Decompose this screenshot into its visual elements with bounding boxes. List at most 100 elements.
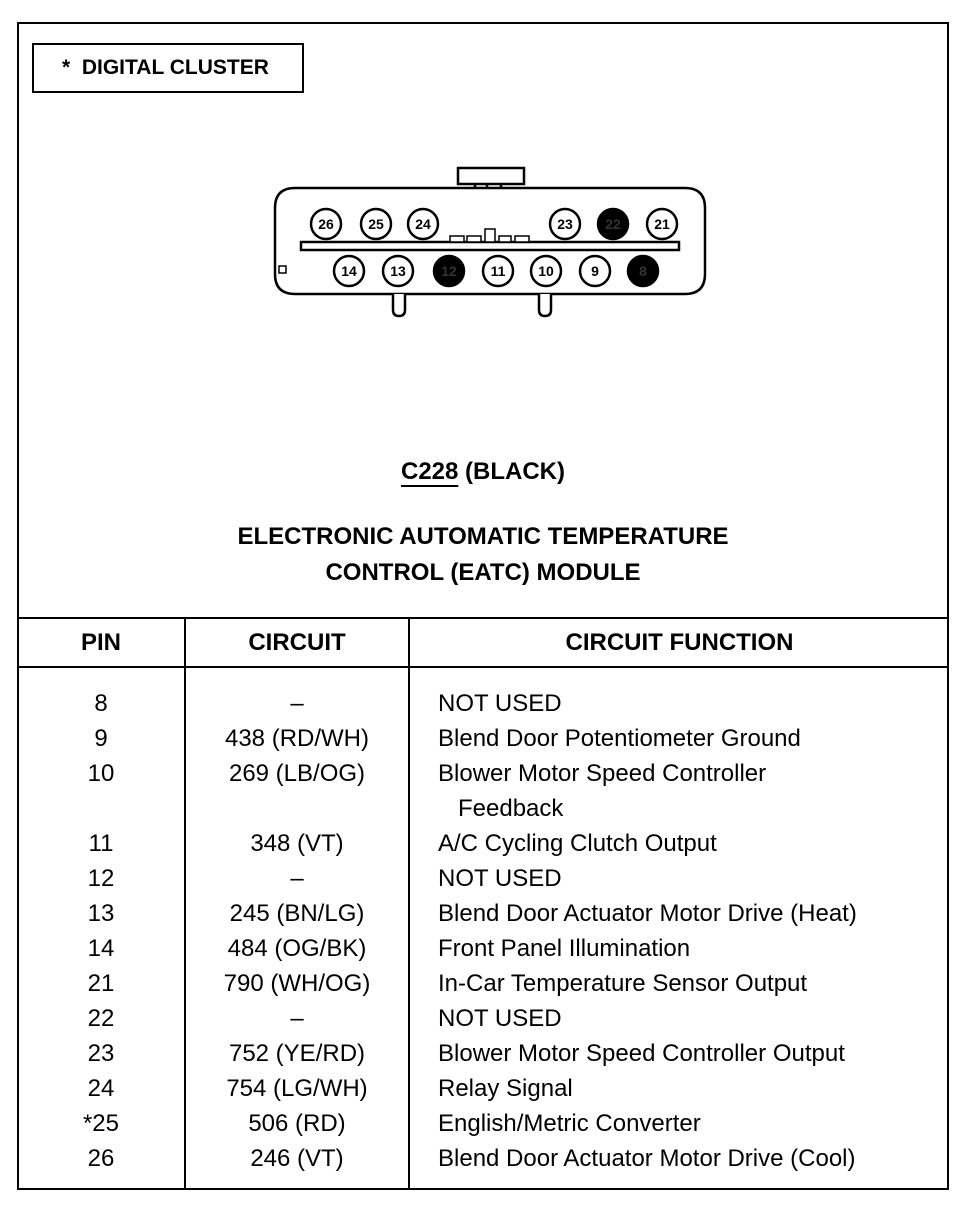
table-row: 21 790 (WH/OG) In-Car Temperature Sensor O… bbox=[17, 966, 949, 1001]
pin-cavity bbox=[481, 254, 515, 288]
column-divider-1 bbox=[184, 619, 186, 1190]
pin-cavity-number: 21 bbox=[654, 216, 670, 232]
circuit-code: – bbox=[290, 690, 304, 717]
circuit-function: Blend Door Actuator Motor Drive (Heat) bbox=[438, 896, 949, 931]
circuit-function: Blend Door Potentiometer Ground bbox=[438, 721, 949, 756]
circuit-function-text: Blend Door Actuator Motor Drive (Heat) bbox=[438, 900, 857, 927]
pin-cavity bbox=[359, 207, 393, 241]
circuit-code: 752 (YE/RD) bbox=[228, 1040, 366, 1067]
circuit-code: 754 (LG/WH) bbox=[226, 1075, 368, 1102]
connector-latch bbox=[456, 166, 526, 186]
module-title-line2: CONTROL (EATC) MODULE bbox=[325, 559, 641, 586]
circuit-function-text: In-Car Temperature Sensor Output bbox=[438, 970, 808, 997]
pin-cavity bbox=[626, 254, 660, 288]
circuit-function-text: NOT USED bbox=[438, 690, 562, 717]
pin-number: 10 bbox=[87, 760, 115, 787]
circuit-function: NOT USED bbox=[438, 1001, 949, 1036]
pin-number: 13 bbox=[87, 900, 115, 927]
header-circuit: CIRCUIT bbox=[248, 629, 346, 656]
circuit-code: 245 (BN/LG) bbox=[229, 900, 365, 927]
pin-cavity-number: 14 bbox=[341, 263, 357, 279]
table-row: 14 484 (OG/BK) Front Panel Illumination bbox=[17, 931, 949, 966]
circuit-function-text: Front Panel Illumination bbox=[438, 935, 691, 962]
pin-number: 23 bbox=[87, 1040, 115, 1067]
circuit-code: 484 (OG/BK) bbox=[227, 935, 367, 962]
column-divider-2 bbox=[408, 619, 410, 1190]
pin-cavity-number: 24 bbox=[415, 216, 431, 232]
table-row: *25 506 (RD) English/Metric Converter bbox=[17, 1106, 949, 1141]
circuit-function-text: A/C Cycling Clutch Output bbox=[438, 830, 717, 857]
table-row: 13 245 (BN/LG) Blend Door Actuator Motor D… bbox=[17, 896, 949, 931]
circuit-function: A/C Cycling Clutch Output bbox=[438, 826, 949, 861]
circuit-function-text: NOT USED bbox=[438, 1005, 562, 1032]
table-row: 23 752 (YE/RD) Blower Motor Speed Controll… bbox=[17, 1036, 949, 1071]
circuit-function-text: Blower Motor Speed Controller Output bbox=[438, 1040, 845, 1067]
pin-cavity bbox=[596, 207, 630, 241]
table-row: 8 – NOT USED bbox=[17, 686, 949, 721]
pin-cavity bbox=[406, 207, 440, 241]
pin-number: 14 bbox=[87, 935, 115, 962]
footnote-box: * DIGITAL CLUSTER bbox=[32, 43, 304, 93]
pin-cavity bbox=[529, 254, 563, 288]
circuit-code: 246 (VT) bbox=[250, 1145, 344, 1172]
pin-number: 11 bbox=[88, 830, 114, 857]
pin-cavity-number: 8 bbox=[639, 263, 647, 279]
pin-cavity-number: 22 bbox=[605, 216, 621, 232]
pin-number: *25 bbox=[82, 1110, 120, 1137]
circuit-code: 438 (RD/WH) bbox=[224, 725, 369, 752]
connector-color: (BLACK) bbox=[465, 458, 566, 485]
table-top-border bbox=[17, 617, 949, 619]
pin-number: 22 bbox=[87, 1005, 115, 1032]
pin-number: 24 bbox=[87, 1075, 115, 1102]
header-circuit-function: CIRCUIT FUNCTION bbox=[565, 629, 794, 656]
table-row: 22 – NOT USED bbox=[17, 1001, 949, 1036]
circuit-code: – bbox=[290, 865, 304, 892]
diagram-frame bbox=[17, 22, 949, 1190]
pin-cavity-number: 26 bbox=[318, 216, 334, 232]
circuit-function-text: English/Metric Converter bbox=[438, 1110, 701, 1137]
pin-cavity-number: 10 bbox=[538, 263, 554, 279]
pin-cavity bbox=[578, 254, 612, 288]
pin-number: 21 bbox=[87, 970, 115, 997]
circuit-function: Blower Motor Speed Controller Output bbox=[438, 1036, 949, 1071]
circuit-function-text: Blend Door Actuator Motor Drive (Cool) bbox=[438, 1145, 856, 1172]
table-row: 26 246 (VT) Blend Door Actuator Motor Driv… bbox=[17, 1141, 949, 1176]
pin-cavity bbox=[432, 254, 466, 288]
circuit-function-continuation: Feedback bbox=[458, 795, 564, 822]
pin-cavity-number: 12 bbox=[441, 263, 457, 279]
circuit-code: – bbox=[290, 1005, 304, 1032]
circuit-function: English/Metric Converter bbox=[438, 1106, 949, 1141]
pin-number: 12 bbox=[87, 865, 115, 892]
connector-title: C228 (BLACK) bbox=[0, 458, 966, 486]
pin-number: 26 bbox=[87, 1145, 115, 1172]
module-title-line1: ELECTRONIC AUTOMATIC TEMPERATURE bbox=[237, 523, 729, 550]
circuit-function: Front Panel Illumination bbox=[438, 931, 949, 966]
connector-id: C228 bbox=[400, 458, 459, 485]
table-row: 11 348 (VT) A/C Cycling Clutch Output bbox=[17, 826, 949, 861]
circuit-code: 506 (RD) bbox=[248, 1110, 346, 1137]
pin-number: 8 bbox=[94, 690, 108, 717]
circuit-function: In-Car Temperature Sensor Output bbox=[438, 966, 949, 1001]
circuit-code: 269 (LB/OG) bbox=[228, 760, 366, 787]
pin-cavity bbox=[332, 254, 366, 288]
pin-cavity bbox=[548, 207, 582, 241]
circuit-function-text: Relay Signal bbox=[438, 1075, 573, 1102]
circuit-function: NOT USED bbox=[438, 686, 949, 721]
table-row: 12 – NOT USED bbox=[17, 861, 949, 896]
connector-divider bbox=[299, 240, 681, 252]
pin-cavity bbox=[645, 207, 679, 241]
circuit-function-text: Blend Door Potentiometer Ground bbox=[438, 725, 801, 752]
circuit-function: Blend Door Actuator Motor Drive (Cool) bbox=[438, 1141, 949, 1176]
pin-cavity-number: 25 bbox=[368, 216, 384, 232]
circuit-function: NOT USED bbox=[438, 861, 949, 896]
connector-post-right bbox=[537, 294, 553, 318]
circuit-code: 790 (WH/OG) bbox=[223, 970, 371, 997]
circuit-code: 348 (VT) bbox=[250, 830, 344, 857]
pin-cavity-number: 23 bbox=[557, 216, 573, 232]
footnote-text: * DIGITAL CLUSTER bbox=[62, 56, 269, 79]
table-row: 10 269 (LB/OG) Blower Motor Speed Controll… bbox=[17, 756, 949, 826]
pin-cavity-number: 13 bbox=[390, 263, 406, 279]
